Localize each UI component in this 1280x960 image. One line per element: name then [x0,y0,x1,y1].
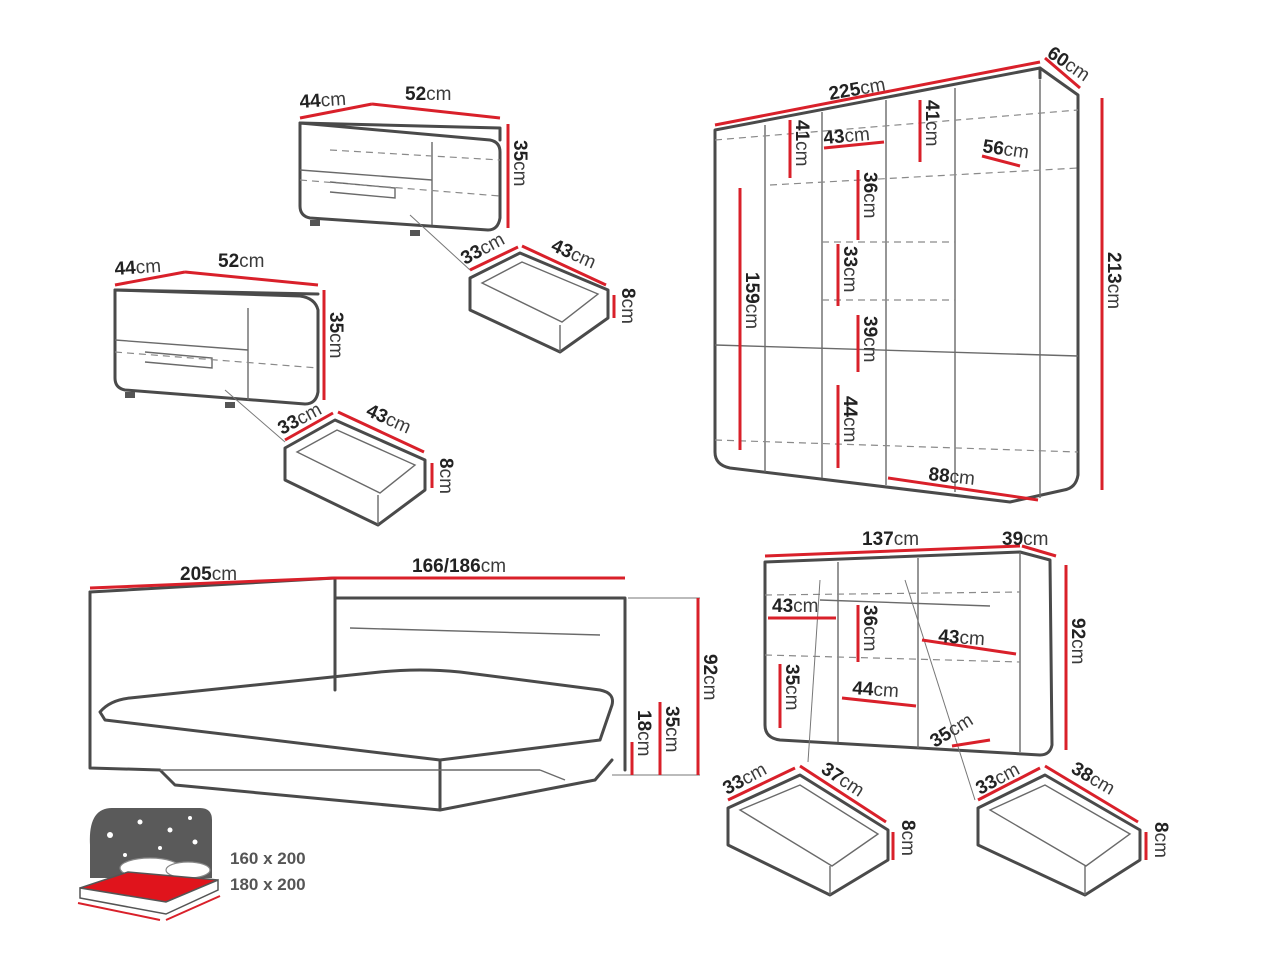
dresser-mid-width-label: 44cm [852,678,900,702]
wardrobe-shelf-39-label: 39cm [859,316,880,362]
dresser-right-shelf-label: 43cm [938,626,986,650]
dresser-drawer-left [726,764,895,897]
bed-total-length-label: 205cm [180,564,237,585]
bed-headboard-height-label: 92cm [699,654,720,700]
dresser-drawer-right [976,764,1148,897]
wardrobe-shelf-width-label: 43cm [823,124,871,149]
ns1-width-label: 52cm [405,84,451,105]
dresser-right-height-label: 35cm [927,710,978,752]
ns1-drawer-height-label: 8cm [617,288,638,324]
ns2-depth-label: 44cm [114,256,162,280]
wardrobe-shelf-33-label: 33cm [839,246,860,292]
dresser-mid-height-label: 36cm [859,605,880,651]
dresser-left-height-label: 35cm [781,664,802,710]
ns2-drawer-height-label: 8cm [435,458,456,494]
nightstand-bottom [113,270,326,443]
nightstand-top-drawer [468,244,616,354]
dresser-width-label: 137cm [862,529,919,550]
nightstand-top [298,102,510,271]
wardrobe [713,56,1104,504]
dresser-left-shelf-label: 43cm [772,596,818,617]
ns2-height-label: 35cm [325,312,346,358]
wardrobe-hanging-label: 159cm [741,272,762,329]
wardrobe-shelf-top-left-label: 41cm [791,120,812,166]
ns2-width-label: 52cm [218,251,264,272]
wardrobe-shelf-top-right-label: 41cm [921,100,942,146]
dresser-depth-label: 39cm [1002,529,1048,550]
dresser-drawer1-height-label: 8cm [897,820,918,856]
ns1-depth-label: 44cm [299,89,347,113]
ns1-height-label: 35cm [509,140,530,186]
dresser-height-label: 92cm [1067,618,1088,664]
bed-side-height-label: 35cm [661,706,682,752]
wardrobe-shelf-44-label: 44cm [839,396,860,442]
wardrobe-height-label: 213cm [1103,252,1124,309]
dresser [763,544,1068,801]
bed-clearance-label: 18cm [633,710,654,756]
ns2-drawer-depth-label: 33cm [274,399,325,439]
bed-night-icon [77,808,221,921]
dresser-drawer2-height-label: 8cm [1150,822,1171,858]
mattress-size-2: 180 x 200 [230,875,306,894]
dresser-drawer2-depth-label: 33cm [972,759,1023,799]
mattress-size-1: 160 x 200 [230,849,306,868]
wardrobe-shelf-36-label: 36cm [859,172,880,218]
wardrobe-door-width-label: 88cm [927,464,975,490]
nightstand-bottom-drawer [283,410,434,527]
wardrobe-inner-depth-label: 56cm [981,136,1030,163]
bed [88,576,700,812]
ns2-drawer-width-label: 43cm [363,400,414,438]
bed-width-label: 166/186cm [412,556,506,577]
